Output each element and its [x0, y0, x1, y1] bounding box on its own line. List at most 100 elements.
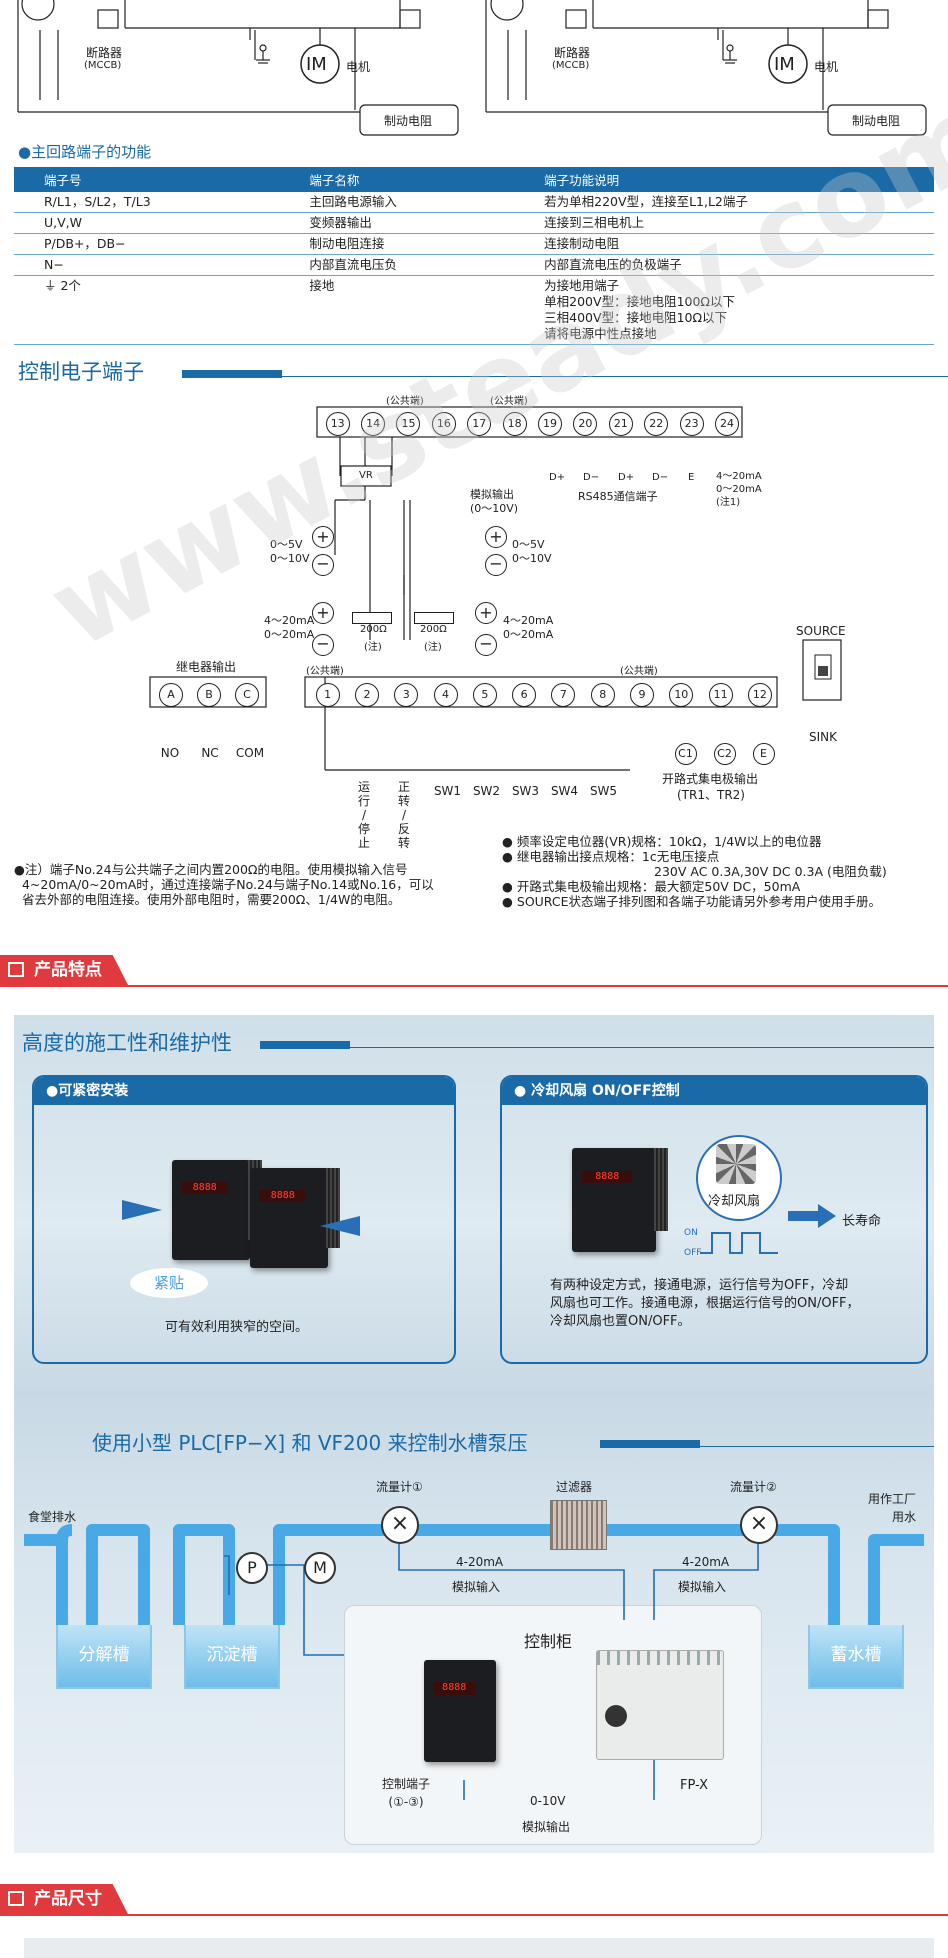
flow-meter-icon: ×: [381, 1506, 419, 1544]
terminal-11: 11: [708, 683, 733, 707]
terminal-16: 16: [431, 412, 456, 436]
fpx-label: FP-X: [680, 1778, 708, 1793]
analog-out-label: 模拟输出: [470, 488, 514, 501]
terminal-5: 5: [472, 683, 497, 707]
terminal-13: 13: [325, 412, 350, 436]
plus-icon: +: [312, 526, 334, 548]
left-ma420: 4～20mA: [264, 614, 315, 627]
tank-storage: 蓄水槽: [808, 1625, 904, 1689]
note-left-short: (注): [364, 642, 382, 653]
flow-meter-2-label: 流量计②: [730, 1480, 777, 1494]
filter-label: 过滤器: [556, 1480, 593, 1494]
table-cell: 内部直流电压负: [279, 254, 515, 276]
sink-label: SINK: [809, 730, 838, 744]
inverter-image: 8888: [172, 1160, 262, 1260]
dimensions-section-bar: 产品尺寸: [0, 1884, 948, 1916]
table-cell: 内部直流电压的负极端子: [514, 254, 934, 276]
source-label: SOURCE: [796, 624, 846, 638]
terminal-7: 7: [551, 683, 576, 707]
right-ma020: 0～20mA: [503, 628, 554, 641]
inverter-image: 8888: [572, 1148, 668, 1252]
terminal-A: A: [159, 683, 183, 707]
analog-out-label-2: 模拟输出: [522, 1820, 571, 1834]
pulse-icon: [700, 1232, 778, 1254]
table-row: N−内部直流电压负内部直流电压的负极端子: [14, 254, 934, 276]
spec-note: 230V AC 0.3A,30V DC 0.3A (电阻负载): [654, 864, 887, 879]
right-v5: 0～5V: [512, 538, 545, 551]
e-label: E: [688, 472, 695, 483]
terminal-4: 4: [433, 683, 458, 707]
title-underline-bar: [182, 370, 282, 378]
table-row: ⏚ 2个接地为接地用端子 单相200V型：接地电阻100Ω以下 三相400V型：…: [14, 275, 934, 345]
motor-label: 电机: [346, 60, 371, 74]
tight-fit-tag: 紧贴: [130, 1268, 208, 1298]
table-row: P/DB+，DB−制动电阻连接连接制动电阻: [14, 233, 934, 255]
flow-meter-1-label: 流量计①: [376, 1480, 423, 1494]
terminal-14: 14: [361, 412, 386, 436]
long-life-label: 长寿命: [842, 1214, 882, 1229]
analog-in-label-1: 模拟输入: [452, 1580, 501, 1594]
motor-symbol: IM: [306, 54, 327, 75]
terminal-20: 20: [573, 412, 598, 436]
r200-right: 200Ω: [420, 624, 447, 635]
table-cell: U,V,W: [14, 212, 280, 234]
table-cell: ⏚ 2个: [14, 275, 280, 345]
resistor-icon: [414, 612, 454, 624]
terminal-C: C: [235, 683, 259, 707]
tank-decompose: 分解槽: [56, 1625, 152, 1689]
plus-icon: +: [475, 602, 497, 624]
heading-bar: [600, 1440, 700, 1448]
common-label-2: (公共端): [490, 396, 528, 407]
brake-resistor-label: 制动电阻: [384, 114, 433, 128]
ma-in-label-2: 4-20mA: [682, 1555, 730, 1569]
heading-bar: [260, 1041, 350, 1049]
switch-label: SW3: [511, 784, 540, 798]
arrow-right-icon: [122, 1200, 162, 1220]
control-terminal-label: 控制端子 (①-③): [382, 1777, 431, 1809]
fan-label: 冷却风扇: [708, 1194, 761, 1209]
switch-label: SW4: [550, 784, 579, 798]
terminal-10: 10: [669, 683, 694, 707]
panel-fan-control-title: ● 冷却风扇 ON/OFF控制: [502, 1077, 926, 1105]
motor-symbol: IM: [774, 54, 795, 75]
note-right-short: (注): [424, 642, 442, 653]
table-cell: 连接制动电阻: [514, 233, 934, 255]
breaker-label: 断路器: [86, 46, 123, 60]
terminal-1: 1: [315, 683, 340, 707]
oc-tr-label: (TR1、TR2): [677, 788, 745, 802]
left-v10: 0～10V: [270, 552, 310, 565]
filter-icon: [550, 1500, 607, 1550]
terminal-C2: C2: [713, 743, 736, 765]
oc-out-label: 开路式集电极输出: [662, 772, 759, 786]
breaker-label: 断路器: [554, 46, 591, 60]
relay-out-label: 继电器输出: [176, 660, 237, 674]
table-cell: 变频器输出: [279, 212, 515, 234]
title-underline: [182, 376, 948, 377]
control-wiring-svg: [149, 406, 842, 771]
terminal-2: 2: [354, 683, 379, 707]
dimensions-section-label: 产品尺寸: [34, 1889, 102, 1909]
table-header-cell: 端子名称: [279, 167, 515, 192]
notes-right: ● 频率设定电位器(VR)规格：10kΩ，1/4W以上的电位器● 继电器输出接点…: [502, 834, 887, 909]
minus-icon: −: [485, 554, 507, 576]
panel-fan-control: ● 冷却风扇 ON/OFF控制: [500, 1075, 928, 1364]
relay-label: NC: [201, 746, 219, 760]
analog-in-label-2: 模拟输入: [678, 1580, 727, 1594]
common-label-3: (公共端): [306, 666, 344, 677]
terminal-9: 9: [630, 683, 655, 707]
fwd-rev-label: 正 转 / 反 转: [398, 780, 411, 850]
off-label: OFF: [684, 1248, 702, 1258]
spec-note: ● 继电器输出接点规格：1c无电压接点: [502, 849, 720, 864]
d-minus-1: D−: [583, 472, 600, 483]
minus-icon: −: [475, 634, 497, 656]
left-v5: 0～5V: [270, 538, 303, 551]
terminal-C1: C1: [674, 743, 697, 765]
